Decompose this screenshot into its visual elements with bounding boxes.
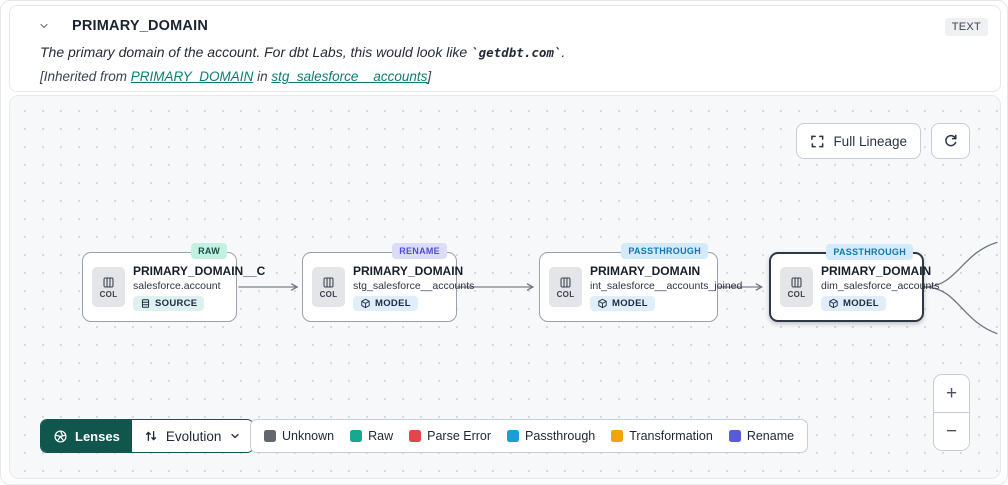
expand-icon — [811, 135, 824, 147]
column-title: PRIMARY_DOMAIN — [72, 18, 208, 34]
full-lineage-button[interactable]: Full Lineage — [796, 123, 921, 159]
inherited-model-link[interactable]: stg_salesforce__accounts — [271, 69, 428, 84]
zoom-in-button[interactable]: + — [934, 375, 969, 413]
node-subtitle: stg_salesforce__accounts — [353, 279, 475, 292]
resource-type-badge: MODEL — [821, 295, 886, 311]
resource-type-badge: MODEL — [590, 295, 655, 311]
legend-item-unknown: Unknown — [264, 429, 334, 443]
node-title: PRIMARY_DOMAIN — [353, 263, 464, 278]
model-icon — [361, 298, 370, 308]
data-type-badge: TEXT — [944, 18, 988, 36]
column-icon: COL — [549, 267, 582, 307]
evolution-legend: Unknown Raw Parse Error Passthrough Tran… — [250, 419, 809, 453]
legend-swatch — [264, 430, 276, 442]
zoom-control: + − — [933, 374, 970, 451]
node-title: PRIMARY_DOMAIN — [590, 263, 701, 278]
evolution-tag: RAW — [191, 243, 227, 259]
node-subtitle: dim_salesforce_accounts — [821, 279, 940, 292]
refresh-button[interactable] — [931, 123, 970, 159]
lineage-node-source[interactable]: RAW COL PRIMARY_DOMAIN__C salesforce.acc… — [82, 243, 265, 322]
zoom-out-button[interactable]: − — [934, 413, 969, 450]
evolution-icon — [145, 430, 156, 442]
column-details-header: PRIMARY_DOMAIN TEXT The primary domain o… — [9, 5, 1001, 92]
source-icon — [141, 298, 150, 308]
lineage-node-staging[interactable]: RENAME COL PRIMARY_DOMAIN stg_salesforce… — [302, 243, 474, 322]
evolution-tag: RENAME — [392, 243, 447, 259]
resource-type-badge: SOURCE — [133, 295, 205, 311]
legend-item-passthrough: Passthrough — [507, 429, 595, 443]
node-title: PRIMARY_DOMAIN — [821, 263, 932, 278]
legend-swatch — [728, 430, 741, 442]
lenses-aperture-icon — [54, 429, 67, 443]
column-icon: COL — [312, 267, 345, 307]
lineage-node-intermediate[interactable]: PASSTHROUGH COL PRIMARY_DOMAIN int_sales… — [539, 243, 742, 322]
legend-swatch — [409, 430, 422, 442]
column-description: The primary domain of the account. For d… — [40, 44, 566, 60]
model-icon — [829, 298, 838, 308]
legend-swatch — [350, 430, 363, 442]
evolution-tag: PASSTHROUGH — [826, 244, 913, 260]
legend-swatch — [611, 430, 624, 442]
chevron-down-icon — [231, 433, 239, 439]
lenses-button[interactable]: Lenses — [41, 420, 132, 452]
legend-swatch — [507, 430, 520, 442]
resource-type-badge: MODEL — [353, 295, 418, 311]
legend-item-raw: Raw — [350, 429, 393, 443]
inherited-column-link[interactable]: PRIMARY_DOMAIN — [130, 69, 254, 84]
lineage-canvas[interactable]: RAW COL PRIMARY_DOMAIN__C salesforce.acc… — [9, 95, 1001, 479]
node-title: PRIMARY_DOMAIN__C — [133, 263, 266, 278]
column-icon: COL — [780, 267, 813, 307]
collapse-chevron-icon[interactable] — [36, 18, 52, 34]
lineage-node-dim-selected[interactable]: PASSTHROUGH COL PRIMARY_DOMAIN dim_sales… — [769, 244, 939, 322]
legend-item-parse-error: Parse Error — [409, 429, 491, 443]
inherited-from-note: [Inherited from PRIMARY_DOMAIN in stg_sa… — [40, 69, 432, 84]
node-subtitle: int_salesforce__accounts_joined — [590, 279, 743, 292]
legend-item-transformation: Transformation — [611, 429, 713, 443]
lens-dropdown[interactable]: Evolution — [131, 420, 254, 452]
lens-selector-group: Lenses Evolution — [40, 419, 255, 453]
column-icon: COL — [92, 267, 125, 307]
legend-item-rename: Rename — [728, 429, 794, 443]
node-subtitle: salesforce.account — [133, 279, 221, 292]
inline-code: `getdbt.com` — [471, 45, 562, 60]
evolution-tag: PASSTHROUGH — [621, 243, 708, 259]
refresh-icon — [944, 134, 957, 147]
model-icon — [598, 298, 607, 308]
